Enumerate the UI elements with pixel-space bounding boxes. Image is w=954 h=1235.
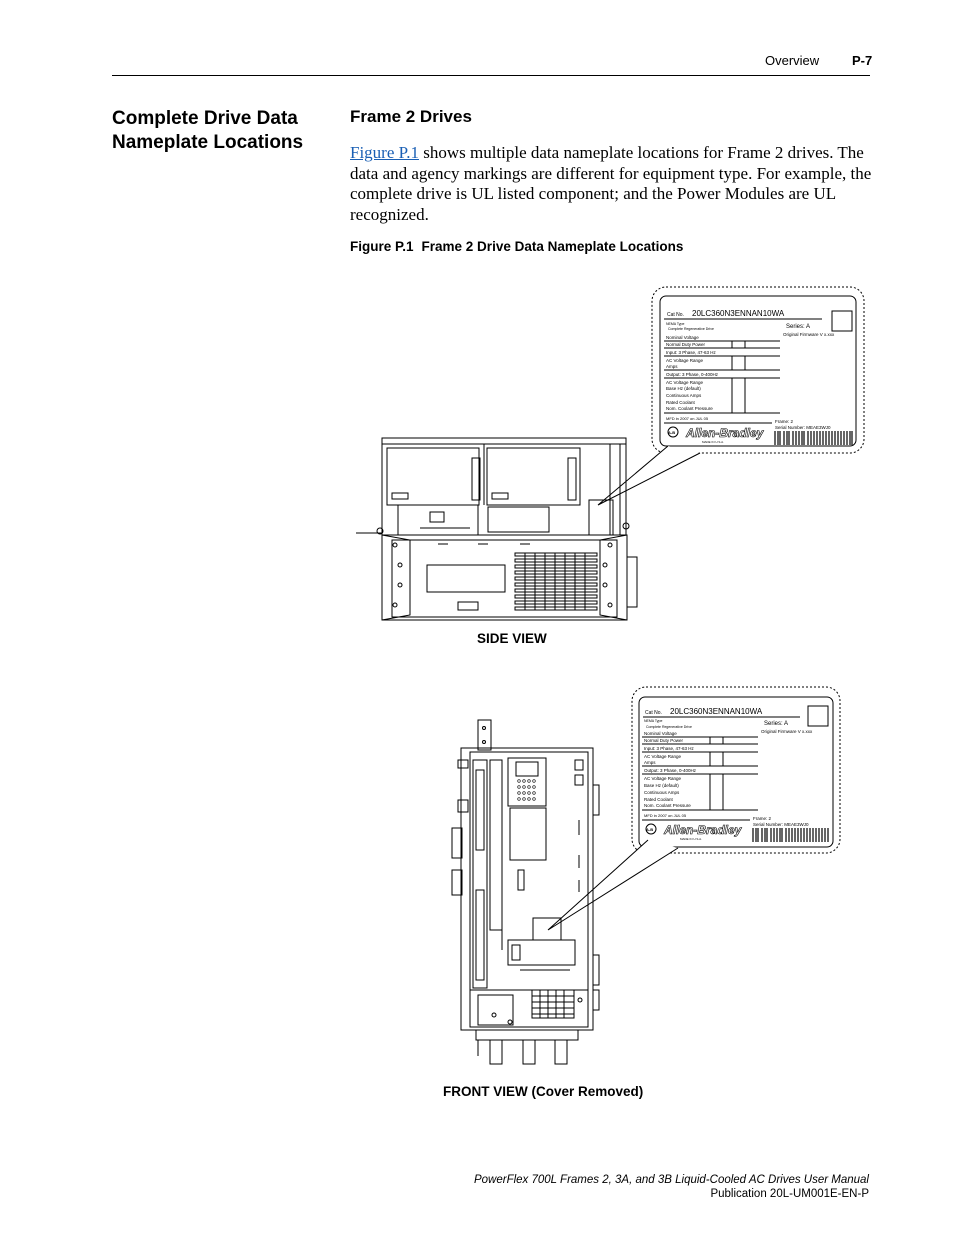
np2-brand: Allen-Bradley	[663, 823, 743, 837]
np1-firmware: Original Firmware V x.xxx	[783, 332, 835, 337]
np2-pressure: Nom. Coolant Pressure	[644, 803, 691, 808]
front-nameplate: Cat No. 20LC360N3ENNAN10WA NEMA Type Com…	[631, 686, 841, 854]
side-callout-pointer	[597, 445, 701, 506]
np2-input: Input: 3 Phase, 47-63 Hz	[644, 746, 695, 751]
svg-text:A-B: A-B	[668, 430, 675, 435]
np2-acv: AC Voltage Range	[644, 754, 682, 759]
side-nameplate: Cat No. 20LC360N3ENNAN10WA NEMA Type Com…	[651, 286, 865, 454]
np1-acv2: AC Voltage Range	[666, 380, 704, 385]
figure-caption: Figure P.1 Frame 2 Drive Data Nameplate L…	[350, 239, 683, 254]
np1-mfd: MFD in 2007 on JUL 05	[666, 416, 709, 421]
keypad-dots	[517, 779, 536, 801]
side-view-drive	[356, 437, 638, 621]
footer-manual-title: PowerFlex 700L Frames 2, 3A, and 3B Liqu…	[473, 1174, 869, 1186]
np1-output: Output: 3 Phase, 0-400Hz	[666, 372, 719, 377]
side-heading: Complete Drive Data Nameplate Locations	[112, 108, 304, 153]
np1-ndp: Normal Duty Power	[666, 342, 706, 347]
np2-catno: 20LC360N3ENNAN10WA	[670, 707, 763, 716]
np1-catno-label: Cat No.	[667, 312, 684, 318]
side-view-label: SIDE VIEW	[477, 631, 547, 646]
front-view-label: FRONT VIEW (Cover Removed)	[443, 1084, 644, 1099]
np1-input: Input: 3 Phase, 47-63 Hz	[666, 350, 717, 355]
np1-brand: Allen-Bradley	[685, 426, 765, 440]
np1-basehz: Base Hz (default)	[666, 386, 701, 391]
figure-title: Frame 2 Drive Data Nameplate Locations	[421, 239, 684, 254]
running-header-section: Overview	[765, 53, 820, 68]
np2-serial: Serial Number: MEAE3WJ0	[753, 822, 809, 827]
np1-nomv: Nominal Voltage	[666, 335, 699, 340]
np1-desc: Complete Regenerative Drive	[668, 327, 714, 331]
subheading: Frame 2 Drives	[350, 107, 472, 126]
np1-frame: Frame: 2	[775, 419, 794, 424]
np1-amps: Amps	[666, 364, 678, 369]
figure-number: Figure P.1	[350, 239, 414, 254]
np1-barcode	[774, 431, 853, 445]
body-text: shows multiple data nameplate locations …	[350, 143, 872, 224]
page-number: P-7	[852, 53, 873, 68]
front-callout-pointer	[547, 839, 679, 931]
side-vent-grille	[514, 552, 598, 611]
np2-firmware: Original Firmware V x.xxx	[761, 729, 813, 734]
np2-output: Output: 3 Phase, 0-400Hz	[644, 768, 697, 773]
np2-frame: Frame: 2	[753, 816, 772, 821]
np2-ab-logo	[645, 823, 657, 835]
np1-pressure: Nom. Coolant Pressure	[666, 406, 713, 411]
np2-series: Series: A	[764, 721, 788, 727]
np2-desc: Complete Regenerative Drive	[646, 725, 692, 729]
svg-text:A-B: A-B	[646, 827, 653, 832]
np2-mfd: MFD in 2007 on JUL 05	[644, 813, 687, 818]
figure-link[interactable]: Figure P.1	[350, 143, 419, 162]
np1-series: Series: A	[786, 324, 810, 330]
front-view-drive	[451, 719, 600, 1065]
np1-coolant: Rated Coolant	[666, 400, 696, 405]
np1-madein: MADE IN U.S.A.	[702, 440, 724, 444]
np2-catno-label: Cat No.	[645, 710, 662, 716]
np2-nomv: Nominal Voltage	[644, 731, 677, 736]
np1-acv: AC Voltage Range	[666, 358, 704, 363]
np1-serial: Serial Number: MEAE3WJ0	[775, 425, 831, 430]
header-rule	[112, 75, 870, 76]
np2-coolant: Rated Coolant	[644, 797, 674, 802]
np2-madein: MADE IN U.S.A.	[680, 837, 702, 841]
np2-basehz: Base Hz (default)	[644, 783, 679, 788]
np2-amps: Amps	[644, 760, 656, 765]
np2-acv2: AC Voltage Range	[644, 776, 682, 781]
body-paragraph: Figure P.1 shows multiple data nameplate…	[350, 143, 875, 225]
footer-publication: Publication 20L-UM001E-EN-P	[710, 1188, 869, 1200]
np1-cont: Continuous Amps	[666, 393, 702, 398]
np1-nema: NEMA Type	[666, 322, 684, 326]
np2-cont: Continuous Amps	[644, 790, 680, 795]
np2-nema: NEMA Type	[644, 719, 662, 723]
np1-catno: 20LC360N3ENNAN10WA	[692, 309, 785, 318]
np2-barcode	[752, 828, 829, 842]
np1-ab-logo	[667, 426, 679, 438]
np2-ndp: Normal Duty Power	[644, 738, 684, 743]
